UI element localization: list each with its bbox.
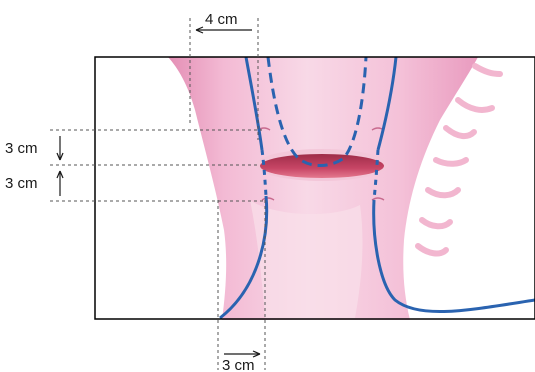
- bottom-width-label: 3 cm: [222, 357, 255, 372]
- lower-height-label: 3 cm: [5, 175, 38, 192]
- upper-height-label: 3 cm: [5, 140, 38, 157]
- tissue-tube: [168, 57, 478, 320]
- top-width-label: 4 cm: [205, 11, 238, 28]
